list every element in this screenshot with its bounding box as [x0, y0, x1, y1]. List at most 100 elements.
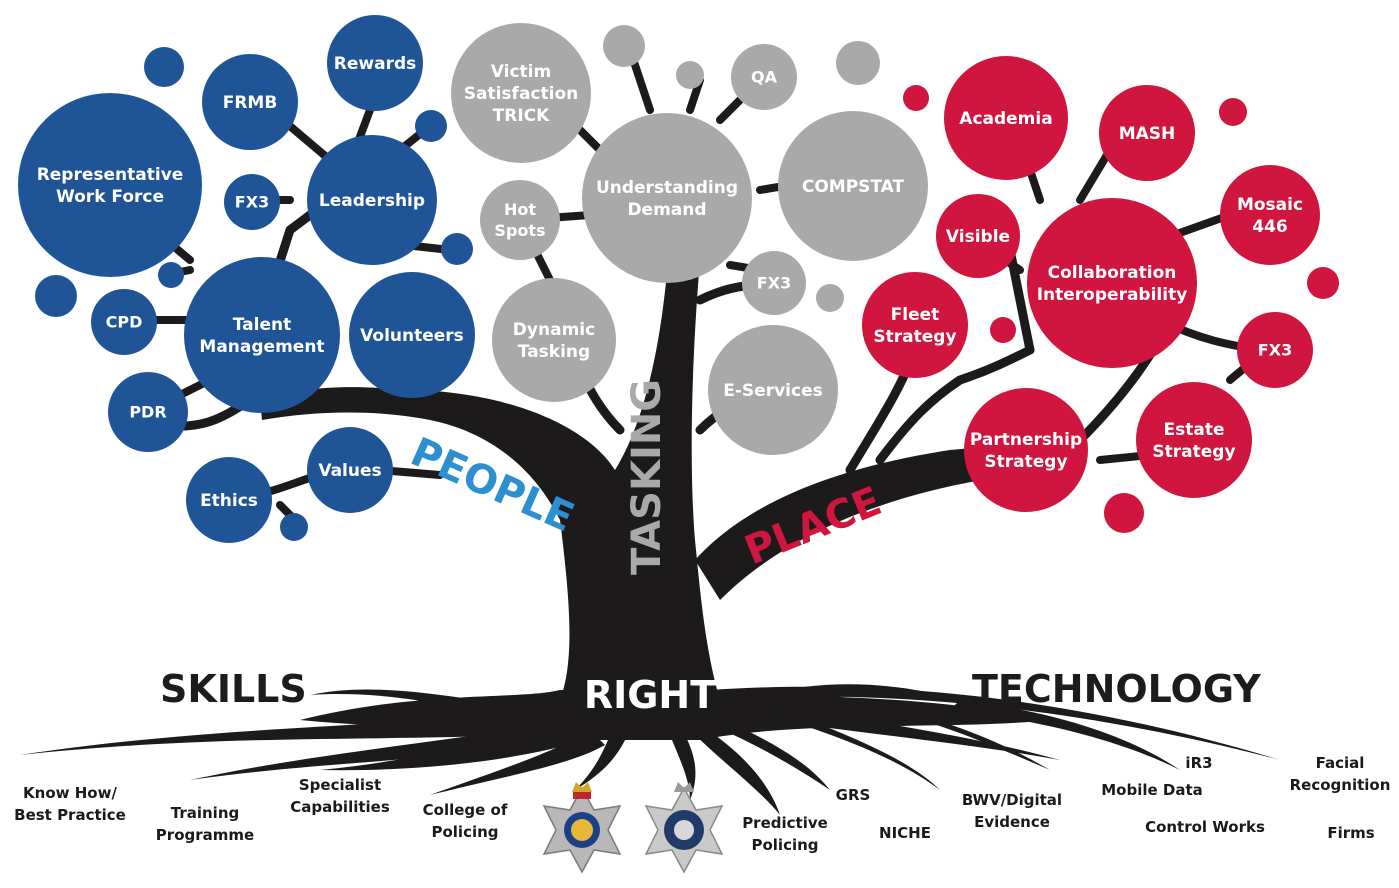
people-node-circle: [224, 174, 280, 230]
people-node-circle: [91, 289, 157, 355]
people-node-label: Representative: [37, 165, 184, 185]
people-node-circle: [18, 93, 202, 277]
root-label-control: Control Works: [1145, 818, 1265, 836]
tasking-node-label: Tasking: [518, 342, 590, 362]
people-dot: [144, 47, 184, 87]
place-node-circle: [862, 272, 968, 378]
people-node-circle: [186, 457, 272, 543]
people-node-rewards: Rewards: [327, 15, 423, 111]
root-label-line: Programme: [156, 826, 254, 844]
tasking-node-label: Dynamic: [513, 320, 595, 340]
people-node-values: Values: [307, 427, 393, 513]
people-dot: [158, 262, 184, 288]
tasking-node-fx3: FX3: [742, 251, 806, 315]
tasking-node-label: E-Services: [723, 381, 822, 401]
skills-heading: SKILLS: [160, 667, 307, 711]
root-label-line: iR3: [1185, 754, 1212, 772]
root-label-line: Know How/: [23, 784, 117, 802]
root-label-line: Mobile Data: [1101, 781, 1203, 799]
technology-heading: TECHNOLOGY: [972, 667, 1261, 711]
people-node-circle: [307, 427, 393, 513]
root-label-ir3: iR3: [1185, 754, 1212, 772]
place-dot: [1307, 267, 1339, 299]
place-node-label: Estate: [1164, 420, 1225, 440]
people-node-pdr: PDR: [108, 372, 188, 452]
root-label-line: Firms: [1327, 824, 1374, 842]
people-node-label: FX3: [235, 193, 269, 212]
root-label-line: Control Works: [1145, 818, 1265, 836]
people-dot: [35, 275, 77, 317]
people-node-circle: [184, 257, 340, 413]
tasking-node-label: Understanding: [596, 178, 738, 198]
place-dot: [1104, 493, 1144, 533]
people-node-label: Rewards: [334, 54, 416, 74]
root-label-line: Policing: [431, 823, 498, 841]
tasking-node-label: COMPSTAT: [802, 177, 905, 197]
decorative-dots: [35, 25, 1339, 541]
people-node-circle: [202, 54, 298, 150]
right-heading: RIGHT: [584, 673, 716, 717]
tasking-dot: [836, 41, 880, 85]
tasking-node-label: Demand: [627, 200, 706, 220]
root-label-niche: NICHE: [879, 824, 931, 842]
people-node-label: CPD: [106, 313, 143, 332]
root-label-line: Predictive: [742, 814, 828, 832]
people-node-label: Management: [199, 337, 324, 357]
place-node-circle: [1136, 382, 1252, 498]
people-node-label: PDR: [129, 403, 166, 422]
south-wales-police-badge: [644, 782, 724, 874]
people-node-leadership: Leadership: [307, 135, 437, 265]
place-node-label: FX3: [1258, 341, 1292, 360]
people-node-label: FRMB: [223, 93, 278, 113]
people-dot: [280, 513, 308, 541]
tasking-node-eservices: E-Services: [708, 325, 838, 455]
tasking-node-circle: [451, 23, 591, 163]
people-node-circle: [307, 135, 437, 265]
people-node-volunteers: Volunteers: [349, 272, 475, 398]
place-node-label: Fleet: [891, 305, 940, 325]
people-node-frmb: FRMB: [202, 54, 298, 150]
people-node-label: Work Force: [56, 187, 164, 207]
root-label-line: Best Practice: [14, 806, 126, 824]
people-node-label: Volunteers: [360, 326, 464, 346]
place-dot: [903, 85, 929, 111]
tasking-node-circle: [742, 251, 806, 315]
place-node-circle: [936, 194, 1020, 278]
place-node-label: Strategy: [873, 327, 956, 347]
tasking-node-circle: [480, 180, 560, 260]
tasking-node-label: Spots: [494, 221, 545, 240]
tasking-node-circle: [492, 278, 616, 402]
root-label-line: Capabilities: [290, 798, 390, 816]
root-label-line: NICHE: [879, 824, 931, 842]
tasking-node-label: FX3: [757, 274, 791, 293]
place-node-label: Interoperability: [1037, 285, 1188, 305]
root-label-grs: GRS: [836, 786, 871, 804]
people-dot: [441, 233, 473, 265]
place-node-circle: [944, 56, 1068, 180]
place-node-label: Visible: [946, 227, 1010, 247]
place-node-label: Collaboration: [1048, 263, 1177, 283]
place-node-circle: [1237, 312, 1313, 388]
place-node-mash: MASH: [1099, 85, 1195, 181]
people-node-circle: [108, 372, 188, 452]
root-label-line: Policing: [751, 836, 818, 854]
root-label-line: Evidence: [974, 813, 1050, 831]
place-node-circle: [1099, 85, 1195, 181]
people-node-ethics: Ethics: [186, 457, 272, 543]
